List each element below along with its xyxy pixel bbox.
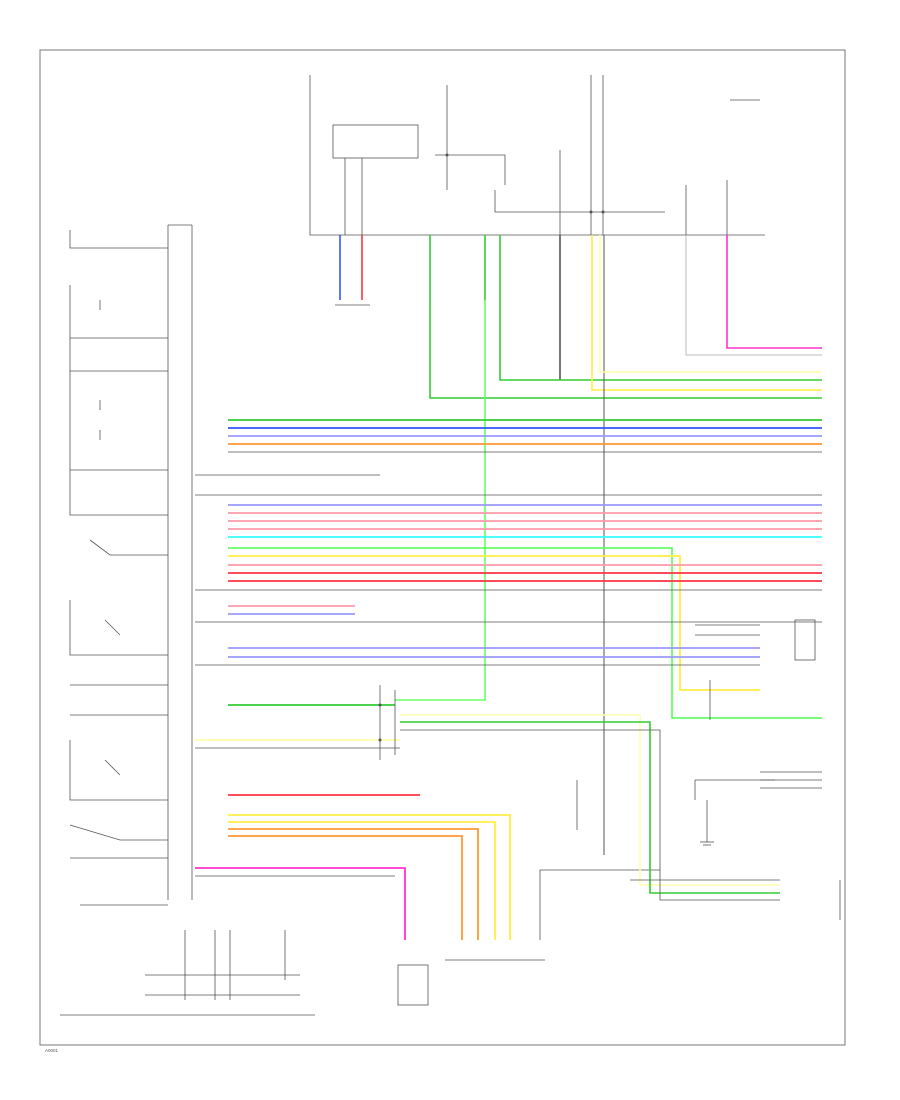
top-power-section — [309, 75, 765, 236]
long-vertical-wires — [395, 235, 822, 855]
footer-code: A0001 — [45, 1048, 59, 1053]
harness-wires — [195, 419, 822, 940]
junction-dots — [378, 153, 605, 742]
bottom-connectors — [397, 959, 545, 1006]
bottom-left-connectors — [60, 930, 315, 1016]
ground-symbol — [700, 835, 714, 846]
diagram-frame — [39, 49, 846, 1046]
relay-box — [332, 124, 419, 159]
left-switch-panel — [69, 224, 193, 906]
top-wire-stubs — [339, 235, 561, 380]
right-connector-area — [379, 619, 841, 940]
